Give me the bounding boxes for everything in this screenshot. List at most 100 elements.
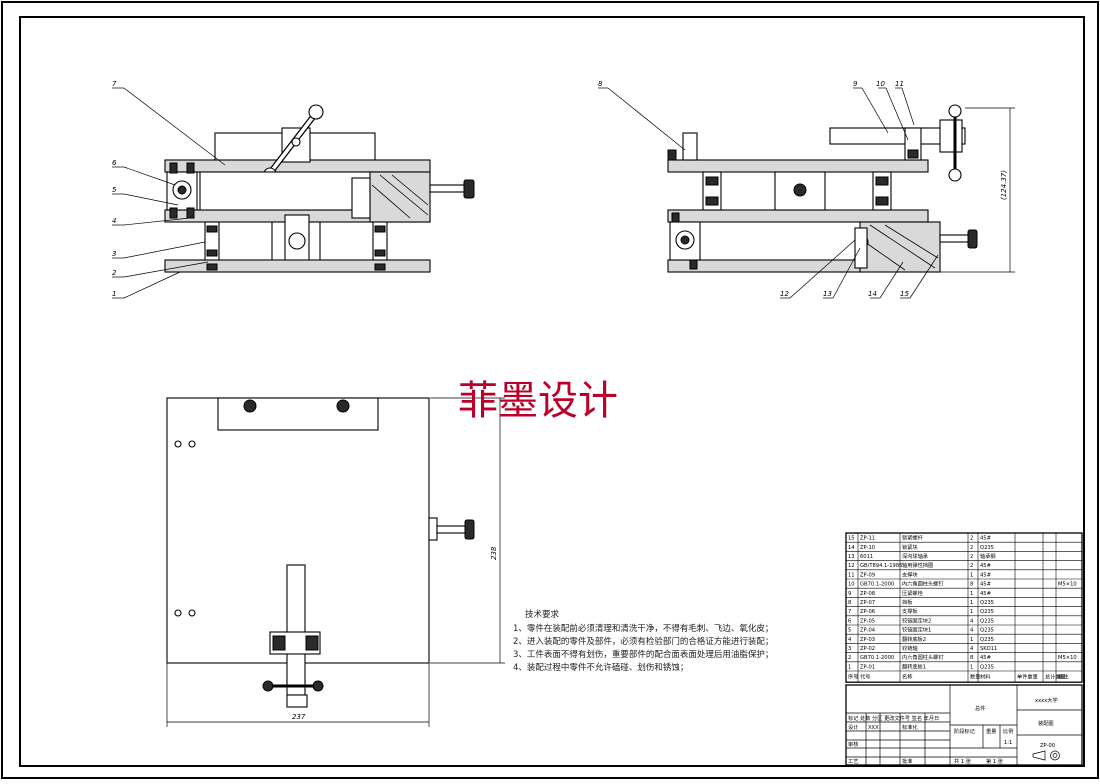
bom-cell-name: 轴用弹性挡圈: [902, 561, 933, 569]
bom-cell-name: 深沟球轴承: [902, 552, 929, 560]
dim-height-right: (124.37): [1000, 170, 1008, 200]
bom-cell-mat: 45#: [980, 563, 991, 569]
bom-cell-mat: Q235: [980, 664, 994, 670]
tb-approve-label: 批准: [902, 757, 912, 765]
bom-cell-mat: 45#: [980, 655, 991, 661]
tb-drawing-name: 装配图: [1038, 719, 1054, 727]
label-12: 12: [780, 290, 789, 298]
bom-cell-qty: 8: [970, 582, 973, 588]
tb-designer-label: 设计: [848, 723, 858, 731]
bom-cell-qty: 4: [970, 618, 974, 624]
bom-cell-mat: SKD11: [980, 646, 997, 652]
front-view-leaders: 7 6 5 4 3 2 1: [112, 80, 226, 299]
label-11: 11: [895, 80, 904, 88]
tb-sheets: 共 1 张: [954, 757, 972, 765]
bom-cell-code: ZP-06: [860, 609, 875, 615]
bom-header-cell: 备注: [1058, 673, 1068, 681]
bom-cell-no: 11: [848, 572, 855, 578]
bom-cell-no: 5: [848, 628, 851, 634]
bom-cell-no: 6: [848, 618, 851, 624]
notes-title: 技术要求: [525, 609, 560, 620]
bom-cell-mat: Q235: [980, 609, 994, 615]
label-2: 2: [112, 269, 117, 277]
tb-drawing-no: ZP-00: [1040, 743, 1055, 749]
watermark-text: 菲墨设计: [458, 378, 618, 424]
dim-plan-width: 237: [292, 713, 306, 721]
label-3: 3: [112, 250, 116, 258]
tb-std-label: 标准化: [902, 723, 918, 731]
tb-stage-label: 阶段标记: [954, 727, 975, 735]
bom-cell-code: ZP-04: [860, 628, 876, 634]
notes-line-2: 2、进入装配的零件及部件，必须有检验部门的合格证方能进行装配；: [513, 636, 773, 647]
tb-check-label: 审核: [848, 740, 858, 748]
bom-cell-code: GB70.1-2000: [860, 582, 894, 588]
bom-cell-qty: 4: [970, 628, 974, 634]
bom-cell-code: ZP-10: [860, 545, 875, 551]
bom-cell-no: 12: [848, 563, 855, 569]
bom-cell-qty: 1: [970, 572, 973, 578]
notes-line-1: 1、零件在装配前必须清理和清洗干净，不得有毛刺、飞边、氧化皮；: [513, 623, 773, 634]
bom-cell-no: 7: [848, 609, 851, 615]
bom-cell-mat: Q235: [980, 618, 994, 624]
bom-cell-mat: Q235: [980, 600, 994, 606]
bom-cell-name: 支撑块: [902, 570, 918, 578]
bom-cell-no: 4: [848, 637, 852, 643]
label-4: 4: [112, 217, 116, 225]
label-7: 7: [112, 80, 117, 88]
bom-cell-qty: 2: [970, 536, 973, 542]
bom-cell-qty: 2: [970, 563, 973, 569]
bom-header-cell: 序号: [848, 673, 858, 681]
bom-cell-mat: 45#: [980, 591, 991, 597]
label-15: 15: [900, 290, 909, 298]
label-9: 9: [853, 80, 858, 88]
bom-cell-qty: 2: [970, 545, 973, 551]
bom-cell-name: 压紧螺栓: [902, 589, 924, 597]
bom-cell-code: ZP-01: [860, 664, 875, 670]
bom-cell-name: 翻转底板1: [902, 662, 926, 670]
bom-cell-no: 2: [848, 655, 851, 661]
tb-scale-label: 比例: [1003, 727, 1013, 735]
label-10: 10: [876, 80, 885, 88]
bom-header-cell: 代号: [860, 673, 870, 681]
bom-cell-no: 13: [848, 554, 855, 560]
bom-cell-name: 内六角圆柱头螺钉: [902, 653, 944, 661]
bom-cell-no: 1: [848, 664, 851, 670]
bom-cell-code: ZP-08: [860, 591, 875, 597]
bom-cell-no: 14: [848, 545, 855, 551]
bom-cell-code: ZP-11: [860, 536, 875, 542]
side-view-leaders: 8 9 10 11 12 13 14 15: [598, 80, 939, 299]
inner-frame: [19, 16, 1085, 767]
bom-cell-name: 内六角圆柱头螺钉: [902, 580, 944, 588]
bom-cell-qty: 1: [970, 664, 973, 670]
bom-header-cell: 总计重量: [1045, 673, 1066, 681]
tb-weight-label: 重量: [986, 727, 996, 735]
bom-cell-name: 铰链轴: [902, 644, 918, 652]
label-5: 5: [112, 186, 117, 194]
bom-cell-code: ZP-05: [860, 618, 875, 624]
bom-cell-mat: Q235: [980, 637, 994, 643]
notes-line-3: 3、工件表面不得有划伤，重要部件的配合面表面处理后用油脂保护；: [513, 649, 773, 660]
bom-cell-name: 锁紧块: [902, 543, 918, 551]
projection-symbol-icon: [1032, 750, 1060, 761]
title-block: 标记 处数 分区 更改文件号 签名 年月日 设计 XXX 标准化 审核 工艺 批…: [845, 684, 1083, 766]
bom-cell-name: 翻转底板2: [902, 635, 926, 643]
bom-cell-no: 9: [848, 591, 851, 597]
notes-line-4: 4、装配过程中零件不允许磕碰、划伤和锈蚀；: [513, 662, 688, 673]
bom-cell-no: 10: [848, 582, 855, 588]
bom-cell-mat: 45#: [980, 536, 991, 542]
tb-process-label: 工艺: [848, 758, 858, 765]
bom-cell-note: M5×10: [1058, 655, 1077, 661]
bom-cell-code: GB/T894.1-1986: [860, 563, 902, 569]
front-view: [164, 104, 475, 273]
tb-sheet: 第 1 张: [986, 757, 1004, 765]
bom-cell-no: 3: [848, 646, 851, 652]
bom-cell-code: 6011: [860, 554, 873, 560]
bom-cell-code: ZP-07: [860, 600, 875, 606]
bom-cell-qty: 1: [970, 637, 973, 643]
bom-cell-note: M5×10: [1058, 582, 1077, 588]
bom-cell-name: 铰链固定块2: [902, 616, 931, 624]
bom-cell-mat: 45#: [980, 572, 991, 578]
bom-cell-name: 锁紧螺杆: [902, 534, 923, 542]
